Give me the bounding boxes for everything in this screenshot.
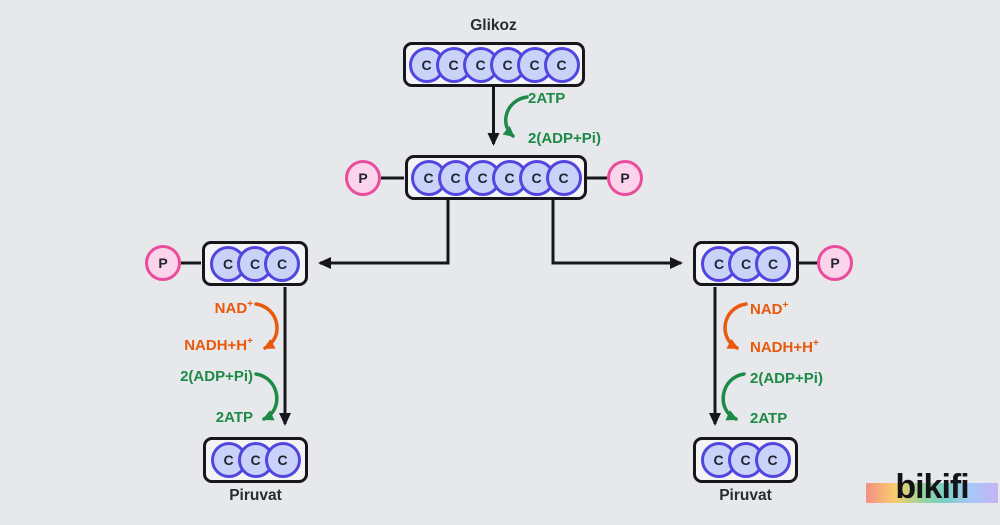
left-nadh-sup: + bbox=[247, 336, 253, 347]
left-nad-sup: + bbox=[247, 299, 253, 310]
right-nadh-base: NADH+H bbox=[750, 339, 813, 356]
right-nadh-sup: + bbox=[812, 338, 819, 349]
right-nad-base: NAD bbox=[750, 301, 783, 318]
left-adp-label: 2(ADP+Pi) bbox=[180, 368, 253, 385]
carbon-atom: C bbox=[543, 46, 580, 83]
left-pyruvate-label: Piruvat bbox=[229, 487, 282, 504]
right-nadh-label: NADH+H+ bbox=[750, 338, 819, 357]
phosphate-group: P bbox=[145, 245, 181, 281]
right-pyruvate-box: C C C bbox=[693, 437, 798, 483]
glucose-label: Glikoz bbox=[470, 17, 517, 34]
logo-text: bikifi bbox=[895, 468, 969, 506]
carbon-atom: C bbox=[755, 245, 791, 282]
atp-in-label: 2ATP bbox=[528, 90, 566, 107]
left-nadh-label: NADH+H+ bbox=[184, 336, 253, 355]
phosphate-group: P bbox=[607, 160, 643, 196]
glucose-box: C C C C C C bbox=[403, 42, 585, 87]
logo-rainbow-band bbox=[866, 483, 998, 503]
left-nadh-base: NADH+H bbox=[184, 337, 248, 354]
right-nad-label: NAD+ bbox=[750, 300, 789, 319]
arrow-fbp-to-left-g3p bbox=[318, 200, 450, 269]
right-nad-sup: + bbox=[782, 300, 789, 311]
left-atp-label: 2ATP bbox=[215, 409, 253, 426]
phosphate-group: P bbox=[817, 245, 853, 281]
carbon-atom: C bbox=[754, 442, 791, 478]
curve-right-atp bbox=[721, 372, 746, 421]
carbon-atom: C bbox=[516, 46, 553, 83]
right-g3p-box: C C C bbox=[693, 241, 799, 286]
left-nad-label: NAD+ bbox=[214, 299, 253, 318]
right-pyruvate-label: Piruvat bbox=[719, 487, 772, 504]
arrow-fbp-to-right-g3p bbox=[551, 200, 683, 269]
left-nad-base: NAD bbox=[214, 300, 248, 317]
carbon-atom: C bbox=[264, 442, 301, 478]
carbon-atom: C bbox=[545, 159, 582, 196]
left-g3p-box: C C C bbox=[202, 241, 308, 286]
curve-atp-investment bbox=[502, 95, 529, 138]
right-adp-label: 2(ADP+Pi) bbox=[750, 370, 823, 387]
phosphate-group: P bbox=[345, 160, 381, 196]
adp-out-label: 2(ADP+Pi) bbox=[528, 130, 601, 147]
curve-right-nad bbox=[723, 302, 748, 350]
curve-left-nad bbox=[254, 302, 279, 350]
bikifi-logo: bikifi bbox=[866, 464, 998, 510]
right-atp-label: 2ATP bbox=[750, 410, 788, 427]
left-pyruvate-box: C C C bbox=[203, 437, 308, 483]
fbp-box: C C C C C C bbox=[405, 155, 587, 200]
carbon-atom: C bbox=[264, 245, 300, 282]
curve-left-atp bbox=[254, 372, 279, 421]
